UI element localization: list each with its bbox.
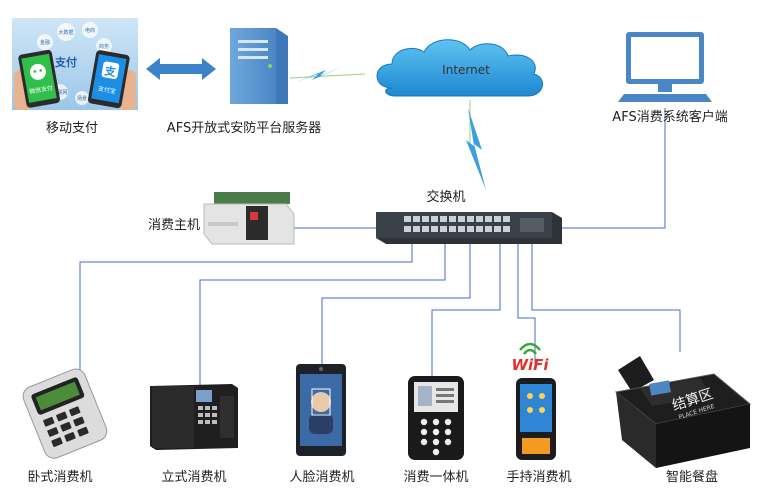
terminal-horizontal-image bbox=[22, 368, 108, 459]
tag-2: 金融 bbox=[40, 39, 50, 46]
terminal-handheld-image bbox=[516, 378, 556, 460]
alipay-label: 支付宝 bbox=[97, 84, 116, 95]
tag-1: 电商 bbox=[85, 27, 95, 34]
server-icon bbox=[230, 28, 288, 104]
line-t4 bbox=[431, 244, 501, 378]
pay-title: 支付 bbox=[54, 55, 77, 69]
line-t1 bbox=[79, 244, 413, 370]
internet-cloud-icon: Internet bbox=[376, 39, 543, 97]
alipay-phone: 支 支付宝 bbox=[88, 50, 130, 109]
label-terminal-allinone: 消费一体机 bbox=[403, 470, 469, 485]
line-t6 bbox=[531, 244, 681, 352]
tag-3: 商务 bbox=[99, 43, 109, 50]
label-server: AFS开放式安防平台服务器 bbox=[166, 121, 322, 136]
terminal-allinone-image bbox=[408, 376, 464, 460]
switch-ports bbox=[404, 216, 510, 232]
label-mobile-pay: 移动支付 bbox=[45, 121, 99, 136]
wifi-logo: WiFi bbox=[511, 342, 549, 374]
terminal-face-image bbox=[296, 364, 346, 456]
line-t5 bbox=[517, 244, 536, 370]
label-switch: 交换机 bbox=[426, 190, 466, 205]
line-client-switch bbox=[562, 108, 666, 229]
monitor-icon bbox=[618, 32, 712, 102]
label-terminal-handheld: 手持消费机 bbox=[506, 470, 572, 485]
alipay-glyph: 支 bbox=[103, 63, 118, 79]
internet-label: Internet bbox=[442, 63, 490, 77]
line-server-internet bbox=[289, 73, 366, 79]
line-t3 bbox=[321, 244, 471, 365]
label-terminal-vertical: 立式消费机 bbox=[161, 470, 227, 485]
label-client: AFS消费系统客户端 bbox=[612, 110, 728, 125]
label-terminal-tray: 智能餐盘 bbox=[665, 470, 719, 485]
connection-lines bbox=[79, 73, 681, 385]
network-switch-image bbox=[376, 212, 562, 244]
tag-4: 互联网 bbox=[52, 89, 67, 96]
label-terminal-horizontal: 卧式消费机 bbox=[27, 470, 93, 485]
terminal-tray-image: 结算区 PLACE HERE bbox=[614, 356, 752, 468]
line-t2 bbox=[199, 244, 446, 385]
terminal-vertical-image bbox=[150, 384, 238, 450]
wifi-text: WiFi bbox=[511, 356, 549, 374]
host-device-image bbox=[203, 192, 295, 245]
wechat-phone: 微信支付 bbox=[18, 49, 60, 108]
double-arrow-icon bbox=[146, 58, 216, 80]
mobile-pay-image: 大数据 电商 金融 商务 互联网 用户 推广 场景 微信支付 支 支付宝 支付 bbox=[12, 18, 138, 110]
alipay-icon bbox=[101, 61, 120, 80]
label-host: 消费主机 bbox=[148, 218, 201, 233]
wechat-icon bbox=[29, 63, 46, 80]
tag-0: 大数据 bbox=[58, 29, 73, 36]
wireless-bolt-icon bbox=[296, 66, 344, 82]
wireless-bolt-icon bbox=[466, 108, 486, 190]
label-terminal-face: 人脸消费机 bbox=[289, 470, 355, 485]
tag-7: 场景 bbox=[77, 95, 87, 102]
